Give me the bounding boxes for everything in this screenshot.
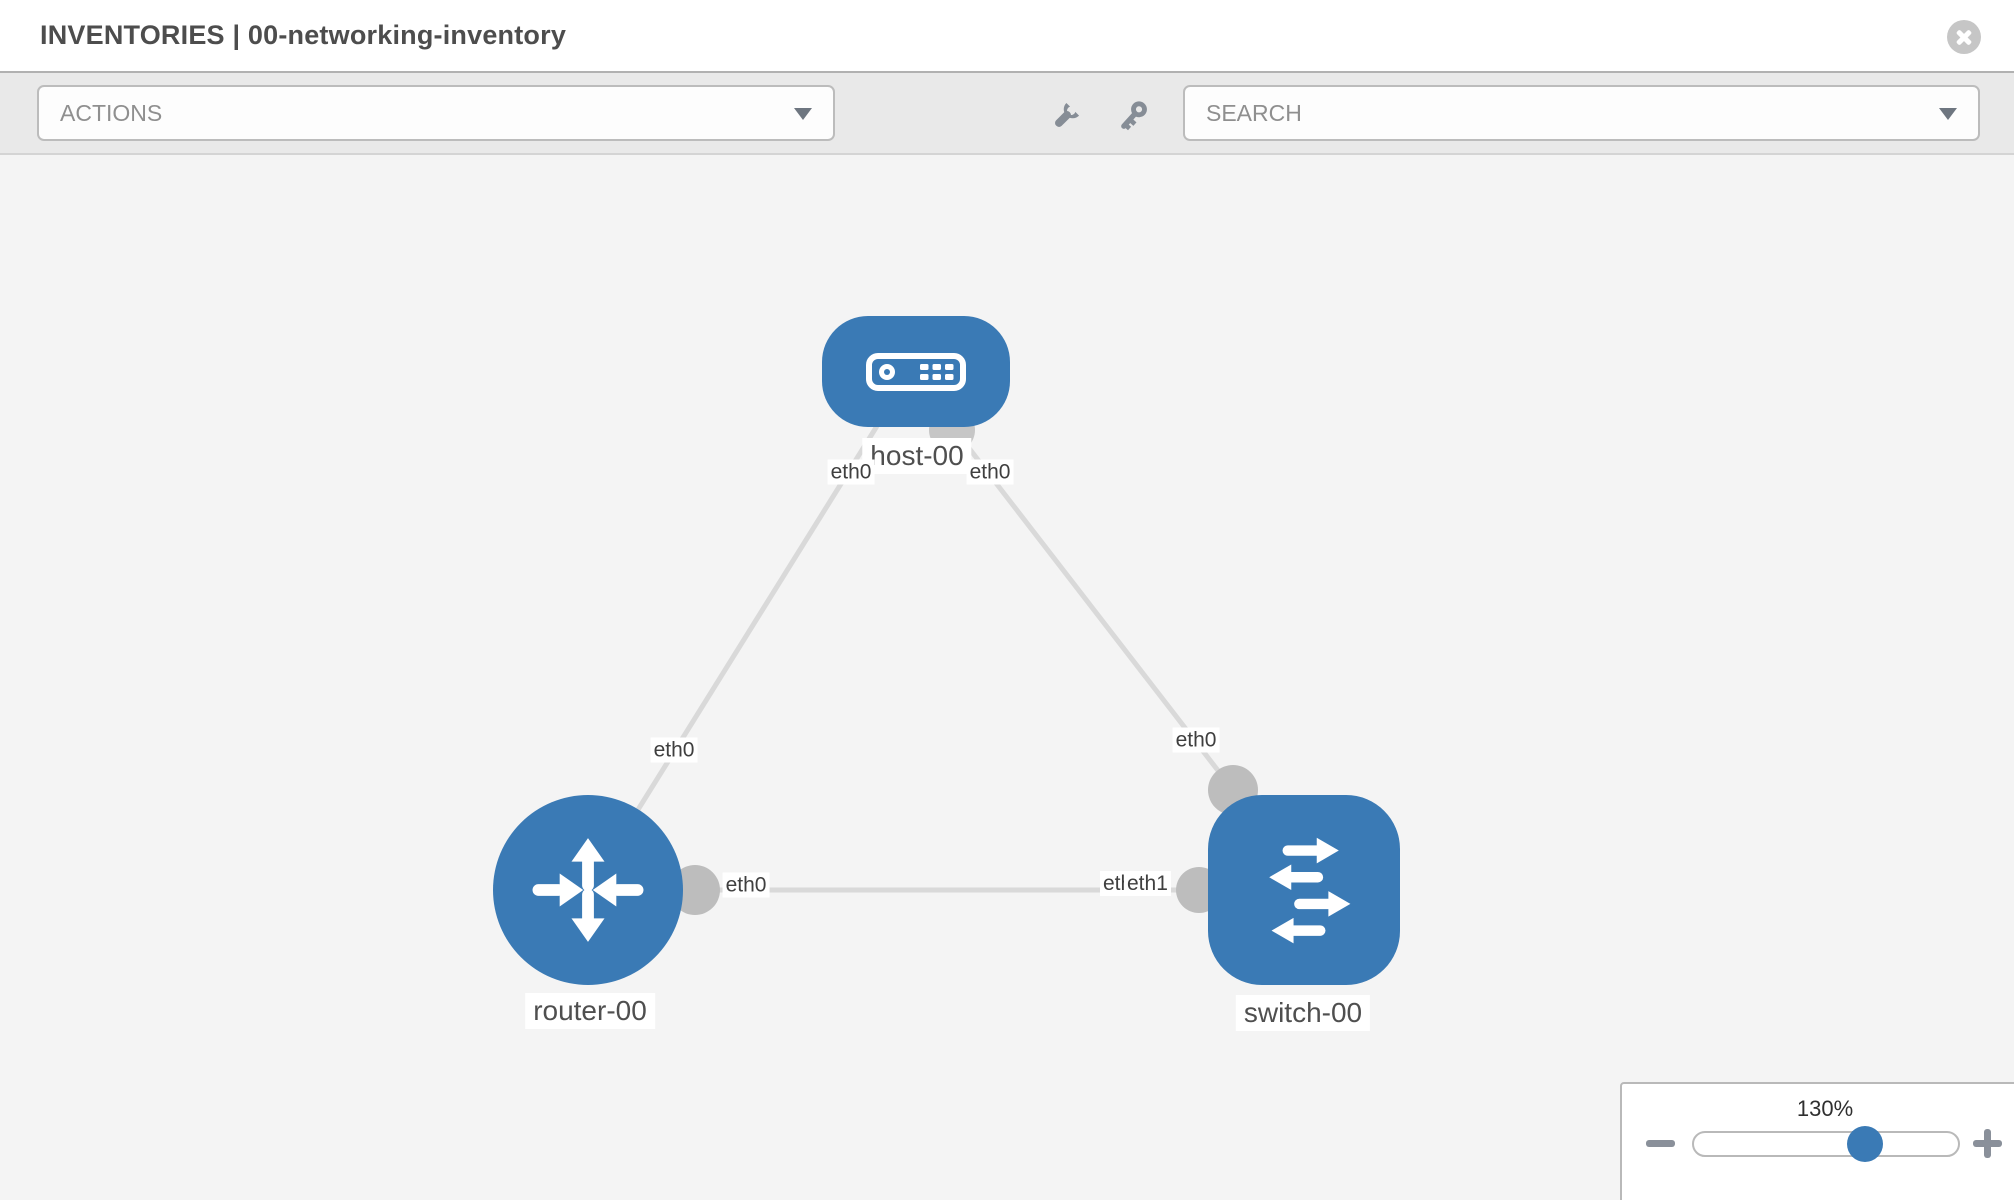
key-icon	[1121, 101, 1147, 131]
topology-canvas[interactable]: host-00 router-00 switch-00 eth0 eth0 et…	[0, 155, 2014, 1200]
server-icon	[866, 352, 966, 391]
search-dropdown-placeholder: SEARCH	[1206, 100, 1302, 126]
chevron-down-icon	[794, 108, 812, 120]
zoom-slider-thumb[interactable]	[1847, 1126, 1883, 1162]
iface-label-switch-to-host: eth0	[1172, 727, 1220, 753]
links-layer	[585, 407, 1258, 915]
configure-button[interactable]	[1047, 97, 1085, 135]
header: INVENTORIES | 00-networking-inventory	[0, 0, 2014, 71]
wrench-icon	[1055, 102, 1080, 127]
actions-dropdown[interactable]: ACTIONS	[37, 85, 835, 141]
close-icon[interactable]	[1947, 20, 1981, 54]
node-switch-00[interactable]	[1208, 795, 1400, 985]
page-title: INVENTORIES | 00-networking-inventory	[40, 20, 567, 50]
actions-dropdown-placeholder: ACTIONS	[60, 100, 163, 126]
minus-icon[interactable]	[1646, 1140, 1675, 1147]
router-arrows-icon	[532, 838, 644, 942]
node-label-switch: switch-00	[1235, 995, 1371, 1031]
node-label-router: router-00	[525, 993, 655, 1029]
plus-icon[interactable]	[1973, 1129, 2002, 1158]
zoom-control-panel: 130%	[1620, 1082, 2014, 1200]
switch-arrows-icon	[1269, 837, 1351, 944]
iface-label-router-to-switch: eth0	[722, 872, 770, 898]
zoom-level-label: 130%	[1796, 1096, 1854, 1121]
chevron-down-icon	[1939, 108, 1957, 120]
node-label-host: host-00	[862, 438, 972, 474]
iface-label-host-to-router: eth0	[827, 459, 875, 485]
node-router-00[interactable]	[493, 795, 683, 985]
interface-dot-router	[670, 865, 720, 915]
iface-label-host-to-switch: eth0	[966, 459, 1014, 485]
node-host-00[interactable]	[822, 316, 1010, 427]
toolbar: ACTIONS SEARCH	[0, 71, 2014, 155]
iface-label-switch-to-router: eth1	[1124, 871, 1171, 896]
search-dropdown[interactable]: SEARCH	[1183, 85, 1980, 141]
iface-label-router-to-host: eth0	[650, 737, 698, 763]
zoom-slider-track[interactable]	[1692, 1131, 1960, 1157]
credentials-button[interactable]	[1114, 97, 1152, 135]
